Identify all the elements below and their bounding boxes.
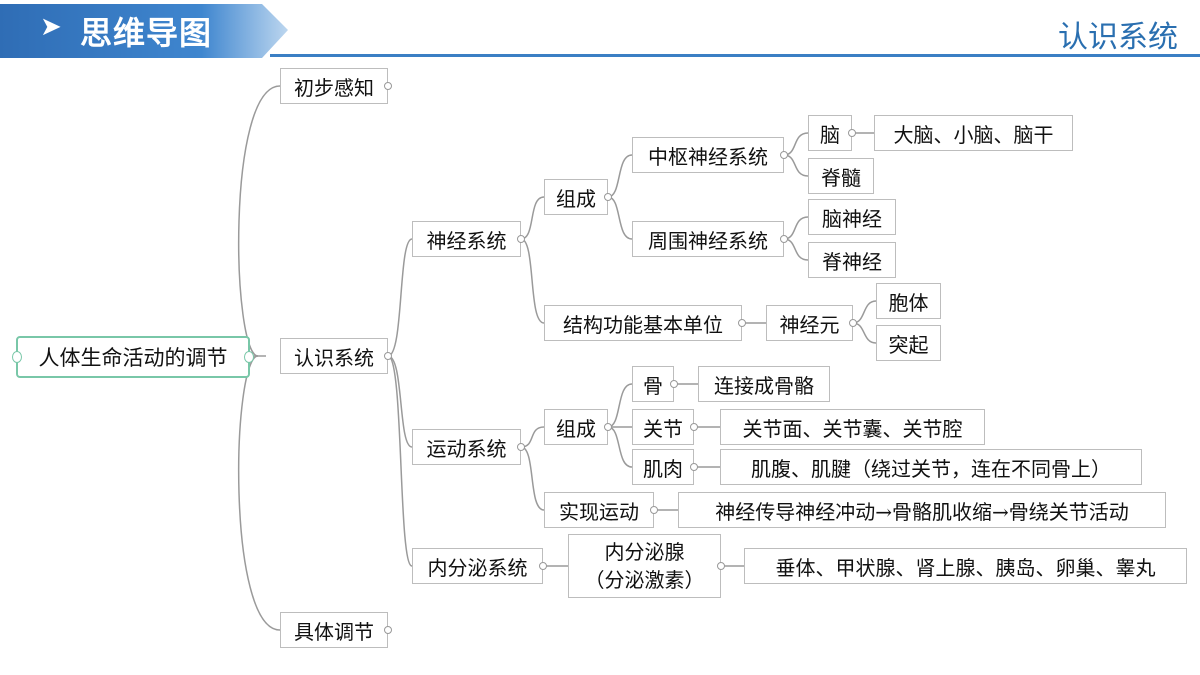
node-zhongshu[interactable]: 中枢神经系统 (632, 137, 788, 173)
header: ➤ 思维导图 认识系统 (0, 0, 1200, 62)
node-naoshenjing[interactable]: 脑神经 (808, 199, 896, 235)
node-label: 关节面、关节囊、关节腔 (742, 416, 963, 441)
expand-dot-icon[interactable] (384, 82, 392, 90)
node-label: 脊神经 (822, 249, 882, 274)
node-zhouwei[interactable]: 周围神经系统 (632, 221, 788, 257)
node-yundong[interactable]: 运动系统 (412, 429, 525, 465)
node-guanjiemian[interactable]: 关节面、关节囊、关节腔 (720, 409, 985, 445)
node-jiegou[interactable]: 结构功能基本单位 (544, 305, 746, 341)
header-banner (0, 4, 288, 58)
node-label: 实现运动 (559, 499, 639, 524)
node-chubu[interactable]: 初步感知 (280, 68, 392, 104)
node-label: 关节 (643, 416, 683, 441)
node-label: 组成 (556, 416, 596, 441)
node-label: 胞体 (888, 290, 929, 315)
node-label: 肌腹、肌腱（绕过关节，连在不同骨上） (751, 456, 1111, 481)
expand-dot-icon[interactable] (670, 380, 678, 388)
expand-dot-icon[interactable] (604, 423, 612, 431)
node-label-line1: 内分泌腺 (604, 540, 685, 564)
node-baoti[interactable]: 胞体 (876, 283, 941, 319)
page-title: 思维导图 (80, 14, 213, 52)
section-title: 认识系统 (1058, 20, 1178, 55)
node-label: 脊髓 (821, 165, 861, 190)
node-jirou[interactable]: 肌肉 (632, 449, 698, 485)
expand-dot-icon[interactable] (717, 562, 725, 570)
expand-dot-icon[interactable] (690, 423, 698, 431)
expand-dot-icon[interactable] (650, 506, 658, 514)
node-label: 神经系统 (426, 228, 507, 253)
node-nao[interactable]: 脑 (808, 115, 856, 151)
node-neifenmixian[interactable]: 内分泌腺 （分泌激素） (568, 534, 725, 598)
node-label: 结构功能基本单位 (563, 312, 723, 337)
node-label: 突起 (888, 332, 929, 357)
node-jishenjing[interactable]: 脊神经 (808, 242, 896, 278)
header-divider (270, 54, 1200, 57)
node-juti[interactable]: 具体调节 (280, 612, 392, 648)
node-label: 具体调节 (294, 619, 374, 644)
node-jifu[interactable]: 肌腹、肌腱（绕过关节，连在不同骨上） (720, 449, 1142, 485)
node-tuqi[interactable]: 突起 (876, 325, 941, 361)
node-zucheng-nervous[interactable]: 组成 (544, 179, 612, 215)
node-label: 运动系统 (426, 436, 507, 461)
node-shixian[interactable]: 实现运动 (544, 492, 658, 528)
expand-dot-icon[interactable] (848, 129, 856, 137)
expand-dot-icon[interactable] (738, 319, 746, 327)
collapse-handle-icon[interactable] (244, 351, 254, 363)
expand-dot-icon[interactable] (517, 235, 525, 243)
root-label: 人体生命活动的调节 (38, 346, 228, 370)
expand-dot-icon[interactable] (849, 319, 857, 327)
node-label: 神经元 (779, 312, 840, 337)
node-label: 脑 (820, 122, 840, 147)
node-shenjing[interactable]: 神经系统 (412, 221, 525, 257)
node-chuandao[interactable]: 神经传导神经冲动→骨骼肌收缩→骨绕关节活动 (678, 492, 1166, 528)
expand-dot-icon[interactable] (539, 562, 547, 570)
expand-dot-icon[interactable] (604, 193, 612, 201)
node-gu[interactable]: 骨 (632, 366, 678, 402)
root-node[interactable]: 人体生命活动的调节 (12, 336, 254, 378)
node-renshi[interactable]: 认识系统 (280, 338, 392, 374)
node-label: 初步感知 (294, 75, 374, 100)
node-neifenmi[interactable]: 内分泌系统 (412, 548, 547, 584)
node-label: 肌肉 (643, 456, 683, 481)
node-label: 骨 (643, 373, 663, 398)
node-guanjie[interactable]: 关节 (632, 409, 698, 445)
expand-dot-icon[interactable] (517, 443, 525, 451)
node-shenjingyuan[interactable]: 神经元 (766, 305, 857, 341)
node-zucheng-motor[interactable]: 组成 (544, 409, 612, 445)
node-label: 组成 (556, 186, 596, 211)
node-label-line2: （分泌激素） (584, 568, 705, 592)
node-jisui[interactable]: 脊髓 (808, 158, 874, 194)
arrow-right-icon: ➤ (40, 12, 62, 42)
node-label: 中枢神经系统 (648, 144, 768, 169)
expand-dot-icon[interactable] (384, 626, 392, 634)
node-label: 连接成骨骼 (714, 373, 814, 398)
node-label: 神经传导神经冲动→骨骼肌收缩→骨绕关节活动 (715, 499, 1129, 524)
expand-dot-icon[interactable] (690, 463, 698, 471)
node-label: 脑神经 (822, 206, 882, 231)
node-label: 内分泌系统 (427, 555, 528, 580)
node-label: 认识系统 (294, 345, 374, 370)
node-label: 周围神经系统 (648, 228, 768, 253)
collapse-handle-icon[interactable] (12, 351, 22, 363)
node-chuiti[interactable]: 垂体、甲状腺、肾上腺、胰岛、卵巢、睾丸 (744, 548, 1187, 584)
expand-dot-icon[interactable] (780, 151, 788, 159)
node-danao[interactable]: 大脑、小脑、脑干 (874, 115, 1073, 151)
node-lianjie[interactable]: 连接成骨骼 (698, 366, 830, 402)
node-label: 大脑、小脑、脑干 (893, 122, 1054, 147)
expand-dot-icon[interactable] (384, 352, 392, 360)
node-label: 垂体、甲状腺、肾上腺、胰岛、卵巢、睾丸 (775, 555, 1156, 580)
expand-dot-icon[interactable] (780, 235, 788, 243)
